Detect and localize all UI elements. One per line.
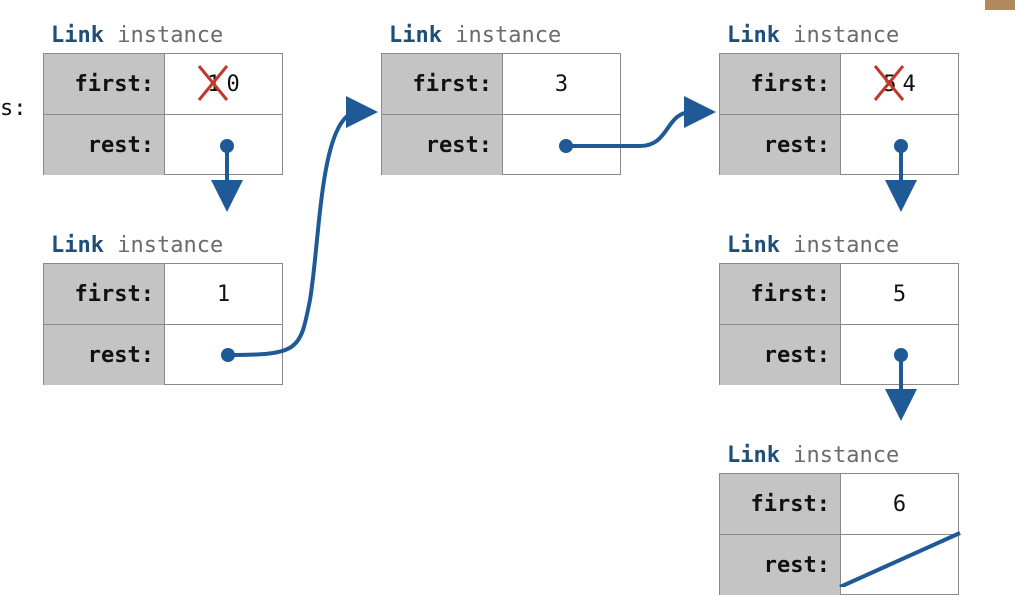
first-label: first:: [44, 264, 165, 324]
rest-row: rest:: [44, 115, 282, 175]
corner-thumbnail: [985, 0, 1015, 10]
first-label: first:: [720, 54, 841, 114]
first-value: 1: [216, 281, 231, 307]
first-value: 1 0: [165, 54, 282, 114]
node-title: Link instance: [389, 23, 562, 48]
rest-label: rest:: [44, 115, 165, 175]
arrow-node3-to-node4: [559, 96, 716, 153]
first-label: first:: [720, 474, 841, 534]
variable-label-s: s:: [0, 96, 27, 121]
first-row: first: 3: [382, 54, 620, 115]
arrow-node2-to-node3: [221, 96, 378, 362]
first-label: first:: [44, 54, 165, 114]
rest-label: rest:: [720, 325, 841, 385]
rest-row: rest:: [44, 325, 282, 385]
first-row: first: 1: [44, 264, 282, 325]
rest-row: rest:: [720, 325, 958, 385]
new-value: 0: [226, 71, 240, 97]
first-value: 6: [892, 491, 907, 517]
first-row: first: 1 0: [44, 54, 282, 115]
rest-label: rest:: [720, 115, 841, 175]
rest-row: rest:: [720, 115, 958, 175]
arrow-node5-to-node6: [885, 348, 917, 421]
crossed-out-value: 1: [198, 64, 229, 101]
arrow-node1-to-node2: [211, 139, 243, 212]
node-title: Link instance: [727, 233, 900, 258]
first-value: 5 4: [841, 54, 958, 114]
node-title: Link instance: [51, 23, 224, 48]
new-value: 4: [902, 71, 916, 97]
empty-slash: [839, 531, 961, 587]
cross-icon: [198, 64, 229, 101]
arrow-node4-to-node5: [885, 139, 917, 212]
rest-row: rest:: [720, 535, 958, 595]
node-title: Link instance: [727, 23, 900, 48]
rest-label: rest:: [720, 535, 841, 595]
rest-label: rest:: [382, 115, 503, 175]
first-row: first: 6: [720, 474, 958, 535]
rest-label: rest:: [44, 325, 165, 385]
node-title: Link instance: [727, 443, 900, 468]
first-row: first: 5: [720, 264, 958, 325]
crossed-out-value: 5: [874, 64, 905, 101]
rest-row: rest:: [382, 115, 620, 175]
node-title: Link instance: [51, 233, 224, 258]
first-value: 3: [554, 71, 569, 97]
first-label: first:: [382, 54, 503, 114]
cross-icon: [874, 64, 905, 101]
first-value: 5: [892, 281, 907, 307]
first-label: first:: [720, 264, 841, 324]
first-row: first: 5 4: [720, 54, 958, 115]
